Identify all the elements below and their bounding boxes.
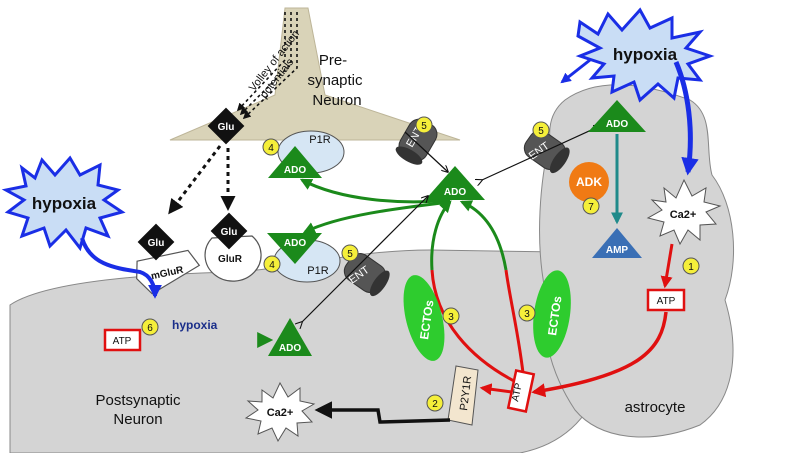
atp-astro-label: ATP [657, 296, 676, 307]
step-3-left-badge [442, 307, 460, 325]
step-7-badge [582, 197, 600, 215]
ado-center-triangle [425, 166, 485, 200]
ent-top-transport-line [404, 131, 448, 172]
step-4-top-badge [262, 138, 280, 156]
step-5-top-badge [415, 116, 433, 134]
ca-post-burst [244, 381, 316, 443]
atp-to-p2y1r-arrow [479, 383, 513, 396]
ca-post-label: Ca2+ [267, 407, 294, 419]
ado-astro-triangle [588, 100, 646, 132]
loop-red-left [430, 269, 523, 387]
ado-p1r-top-label: ADO [284, 165, 306, 176]
presynaptic-label-line1: Pre- [319, 52, 347, 69]
presynaptic-label-line3: Neuron [312, 92, 361, 109]
hypoxia-burst-right [575, 7, 715, 103]
atp-post-label: ATP [113, 336, 132, 347]
p2y1r-label: P2Y1R [458, 375, 474, 411]
hypoxia-right-arrow-short [560, 58, 591, 84]
loop-green-right [459, 200, 508, 271]
glu-presynaptic-label: Glu [218, 122, 235, 133]
step-5-post-label: 5 [347, 249, 353, 260]
glur-label: GluR [218, 254, 243, 265]
ectos-right-ellipse [533, 270, 571, 358]
step-4-bottom-badge [263, 255, 281, 273]
step-1-badge [682, 257, 700, 275]
loop-red-right [504, 269, 526, 383]
action-potential-arrow-1 [236, 12, 286, 112]
hypoxia-inline-label: hypoxia [172, 318, 218, 332]
p1r-bottom-label: P1R [307, 265, 328, 277]
postsynaptic-label-line2: Neuron [113, 411, 162, 428]
step-6-badge [141, 318, 159, 336]
step-4-bottom-label: 4 [269, 260, 275, 271]
loop-green-left [430, 200, 452, 271]
hypoxia-burst-left [1, 155, 126, 252]
action-potential-arrow-3 [242, 12, 298, 120]
ado-to-p1r-bottom-arrow [302, 200, 451, 234]
glu-mglur-diamond [137, 223, 175, 261]
presynaptic-label-line2: synaptic [307, 72, 363, 89]
glu-to-mglur-arrow [168, 145, 222, 215]
ado-post-label: ADO [279, 343, 301, 354]
ent-post-transport-line [302, 196, 428, 322]
hypoxia-label-left: hypoxia [32, 194, 97, 213]
ado-p1r-bottom-label: ADO [284, 238, 306, 249]
ado-p1r-top-triangle [268, 146, 322, 178]
hypoxia-right-arrow-long [673, 61, 699, 176]
step-1-label: 1 [688, 262, 694, 273]
atp-astro-box [646, 288, 686, 312]
glu-mglur-label: Glu [148, 238, 165, 249]
ent-astro-transport-line [482, 126, 600, 180]
ca-astro-burst [646, 178, 722, 246]
amp-label: AMP [606, 245, 629, 256]
atp-astro-release-arrow [531, 311, 668, 398]
ca-astro-label: Ca2+ [670, 209, 697, 221]
ado-astro-label: ADO [606, 119, 628, 130]
ado-post-triangle [268, 318, 312, 356]
ado-center-label: ADO [444, 187, 466, 198]
ca-to-atp-astro-arrow [660, 243, 674, 289]
step-4-top-label: 4 [268, 143, 274, 154]
step-5-top-label: 5 [421, 121, 427, 132]
p2y1r-to-ca-arrow [314, 401, 451, 424]
atp-center-box [506, 369, 536, 413]
amp-triangle [592, 228, 642, 258]
glu-glur-label: Glu [221, 227, 238, 238]
atp-center-label: ATP [510, 382, 525, 403]
step-3-right-label: 3 [524, 309, 530, 320]
glur-receptor [204, 235, 262, 282]
step-2-label: 2 [432, 399, 438, 410]
postsynaptic-label-line1: Postsynaptic [95, 392, 181, 409]
ectos-right-label: ECTOs [545, 295, 564, 337]
presynaptic-neuron-body [169, 7, 461, 141]
adk-circle [569, 162, 609, 202]
astrocyte-label: astrocyte [625, 399, 686, 416]
p1r-top-label: P1R [309, 134, 330, 146]
step-6-label: 6 [147, 323, 153, 334]
glu-presynaptic-diamond [207, 107, 245, 145]
p2y1r-receptor [447, 365, 479, 426]
hypoxia-label-right: hypoxia [613, 45, 678, 64]
step-7-label: 7 [588, 202, 594, 213]
step-3-right-badge [518, 304, 536, 322]
step-3-left-label: 3 [448, 312, 454, 323]
step-2-badge [426, 394, 444, 412]
adk-label: ADK [576, 175, 602, 189]
step-5-astro-label: 5 [538, 126, 544, 137]
glu-glur-diamond [210, 212, 248, 250]
hypoxia-left-arrow [80, 237, 162, 299]
